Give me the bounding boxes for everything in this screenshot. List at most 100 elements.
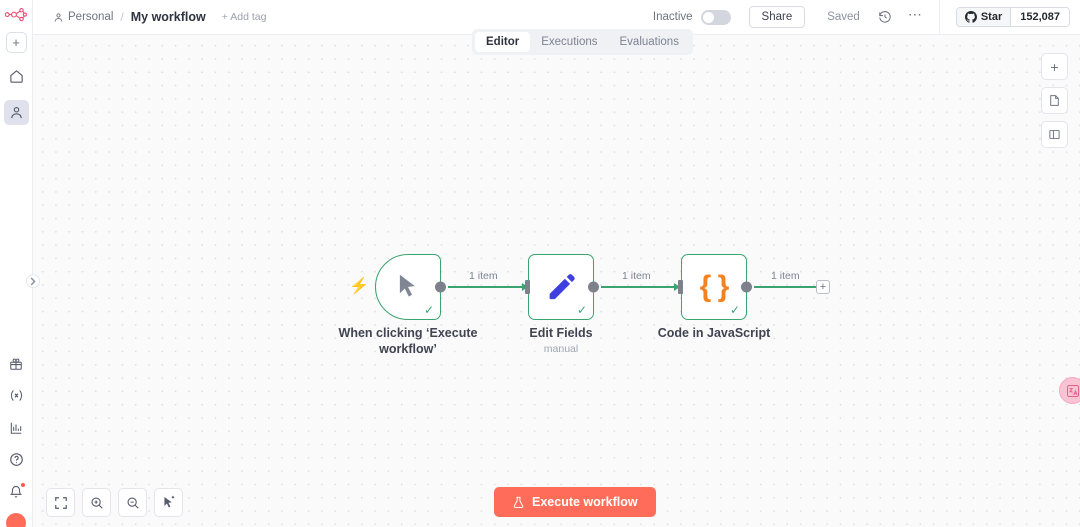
connection-label: 1 item <box>469 270 498 282</box>
toggle-panel-button[interactable] <box>1041 121 1068 148</box>
sticky-note-icon <box>1050 95 1059 106</box>
reset-zoom-button[interactable] <box>154 488 183 517</box>
editor-tabs: Editor Executions Evaluations <box>472 29 693 55</box>
user-avatar[interactable] <box>6 513 26 527</box>
top-bar-actions: Inactive Share Saved ⋯ Star <box>652 0 1080 35</box>
share-button[interactable]: Share <box>748 6 806 28</box>
node-output-port[interactable] <box>435 281 446 293</box>
node-title: Code in JavaScript <box>657 326 771 340</box>
mouse-pointer-icon <box>399 274 415 297</box>
node-body[interactable]: ✓ <box>375 254 446 320</box>
zoom-in-icon <box>90 496 103 509</box>
node-status-success-icon: ✓ <box>423 303 434 317</box>
curly-braces-icon: { } <box>699 270 730 303</box>
more-options-button[interactable]: ⋯ <box>907 6 923 22</box>
add-tag-button[interactable]: + Add tag <box>221 11 267 23</box>
bar-chart-icon <box>10 422 22 434</box>
node-edit-fields[interactable]: ✓ Edit Fields manual <box>525 254 599 355</box>
sidebar-item-templates[interactable] <box>4 351 29 376</box>
breadcrumb-personal[interactable]: Personal <box>53 11 113 23</box>
gift-icon <box>10 357 22 370</box>
variable-x-icon <box>10 390 22 401</box>
question-circle-icon <box>9 453 23 466</box>
node-input-port[interactable] <box>525 280 530 294</box>
bell-icon <box>9 485 23 497</box>
zoom-to-fit-button[interactable] <box>46 488 75 517</box>
connection-label: 1 item <box>771 270 800 282</box>
add-sticky-note-button[interactable] <box>1041 87 1068 114</box>
connection-code-to-add[interactable] <box>754 286 817 288</box>
breadcrumb-personal-label: Personal <box>68 11 114 23</box>
language-switcher-button[interactable] <box>1059 377 1080 404</box>
workflow-canvas[interactable]: ⚡ ✓ When clicking ‘Execute workflow’ 1 i… <box>33 35 1080 527</box>
node-output-port[interactable] <box>741 281 752 293</box>
tab-editor[interactable]: Editor <box>475 32 531 52</box>
home-icon <box>9 70 23 83</box>
add-node-end-button[interactable]: + <box>816 280 830 294</box>
github-star-left: Star <box>956 8 1011 26</box>
node-when-clicking-execute-workflow[interactable]: ✓ When clicking ‘Execute workflow’ <box>339 254 477 356</box>
node-input-port[interactable] <box>678 280 683 294</box>
connection-label: 1 item <box>622 270 651 282</box>
lightning-bolt-icon[interactable]: ⚡ <box>349 278 369 295</box>
execute-workflow-button[interactable]: Execute workflow <box>494 487 656 517</box>
node-output-port[interactable] <box>588 281 599 293</box>
person-icon <box>54 12 63 22</box>
workflow-history-button[interactable] <box>876 8 894 26</box>
breadcrumb: Personal / My workflow + Add tag <box>33 10 266 24</box>
pencil-icon <box>549 274 575 300</box>
breadcrumb-separator: / <box>120 10 124 24</box>
github-star-count: 152,087 <box>1010 8 1069 26</box>
zoom-out-button[interactable] <box>118 488 147 517</box>
zoom-in-button[interactable] <box>82 488 111 517</box>
history-clock-icon <box>879 11 891 23</box>
flask-icon <box>513 496 524 508</box>
github-icon <box>964 11 977 23</box>
node-body[interactable]: { } ✓ <box>678 254 752 320</box>
fit-screen-icon <box>54 496 67 509</box>
left-sidebar: + <box>0 0 33 527</box>
node-status-success-icon: ✓ <box>576 303 587 317</box>
translate-icon <box>1066 384 1079 397</box>
canvas-right-tools: + <box>1041 53 1068 148</box>
node-body[interactable]: ✓ <box>525 254 599 320</box>
github-star-label: Star <box>980 11 1003 23</box>
save-status: Saved <box>827 11 860 23</box>
canvas-zoom-tools <box>46 488 183 517</box>
person-icon <box>10 106 22 119</box>
connection-trigger-to-edit-fields[interactable] <box>448 286 525 288</box>
notification-badge <box>20 483 25 487</box>
sidebar-item-help[interactable] <box>4 447 29 472</box>
sidebar-bottom-group <box>4 344 29 527</box>
node-status-success-icon: ✓ <box>729 303 740 317</box>
add-node-button[interactable]: + <box>1041 53 1068 80</box>
sidebar-item-insights[interactable] <box>4 415 29 440</box>
node-code-in-javascript[interactable]: { } ✓ Code in JavaScript <box>658 254 770 340</box>
node-subtitle: manual <box>543 343 579 355</box>
sidebar-item-variables[interactable] <box>4 383 29 408</box>
n8n-logo-icon <box>5 7 27 21</box>
active-toggle-label: Inactive <box>652 11 693 23</box>
plus-icon: + <box>1050 58 1059 75</box>
connection-arrow-icon <box>674 282 680 291</box>
tab-evaluations[interactable]: Evaluations <box>619 36 679 48</box>
sidebar-item-personal[interactable] <box>3 100 29 125</box>
cursor-reset-icon <box>164 495 175 508</box>
workflow-active-toggle[interactable] <box>700 9 731 25</box>
node-title: When clicking ‘Execute workflow’ <box>338 326 478 356</box>
tab-executions[interactable]: Executions <box>541 36 598 48</box>
sidebar-collapse-handle[interactable] <box>26 274 40 288</box>
zoom-out-icon <box>126 496 139 509</box>
sidebar-item-home[interactable] <box>4 64 29 89</box>
panel-icon <box>1049 129 1060 140</box>
n8n-logo[interactable] <box>0 0 32 29</box>
toolbar-divider <box>938 0 940 35</box>
sidebar-add-button[interactable]: + <box>5 32 27 53</box>
sidebar-item-notifications[interactable] <box>4 479 29 504</box>
github-star-button[interactable]: Star 152,087 <box>955 7 1070 27</box>
workflow-name[interactable]: My workflow <box>130 10 206 24</box>
top-bar: Personal / My workflow + Add tag Inactiv… <box>33 0 1080 35</box>
chevron-right-icon <box>30 276 36 286</box>
connection-edit-fields-to-code[interactable] <box>601 286 677 288</box>
